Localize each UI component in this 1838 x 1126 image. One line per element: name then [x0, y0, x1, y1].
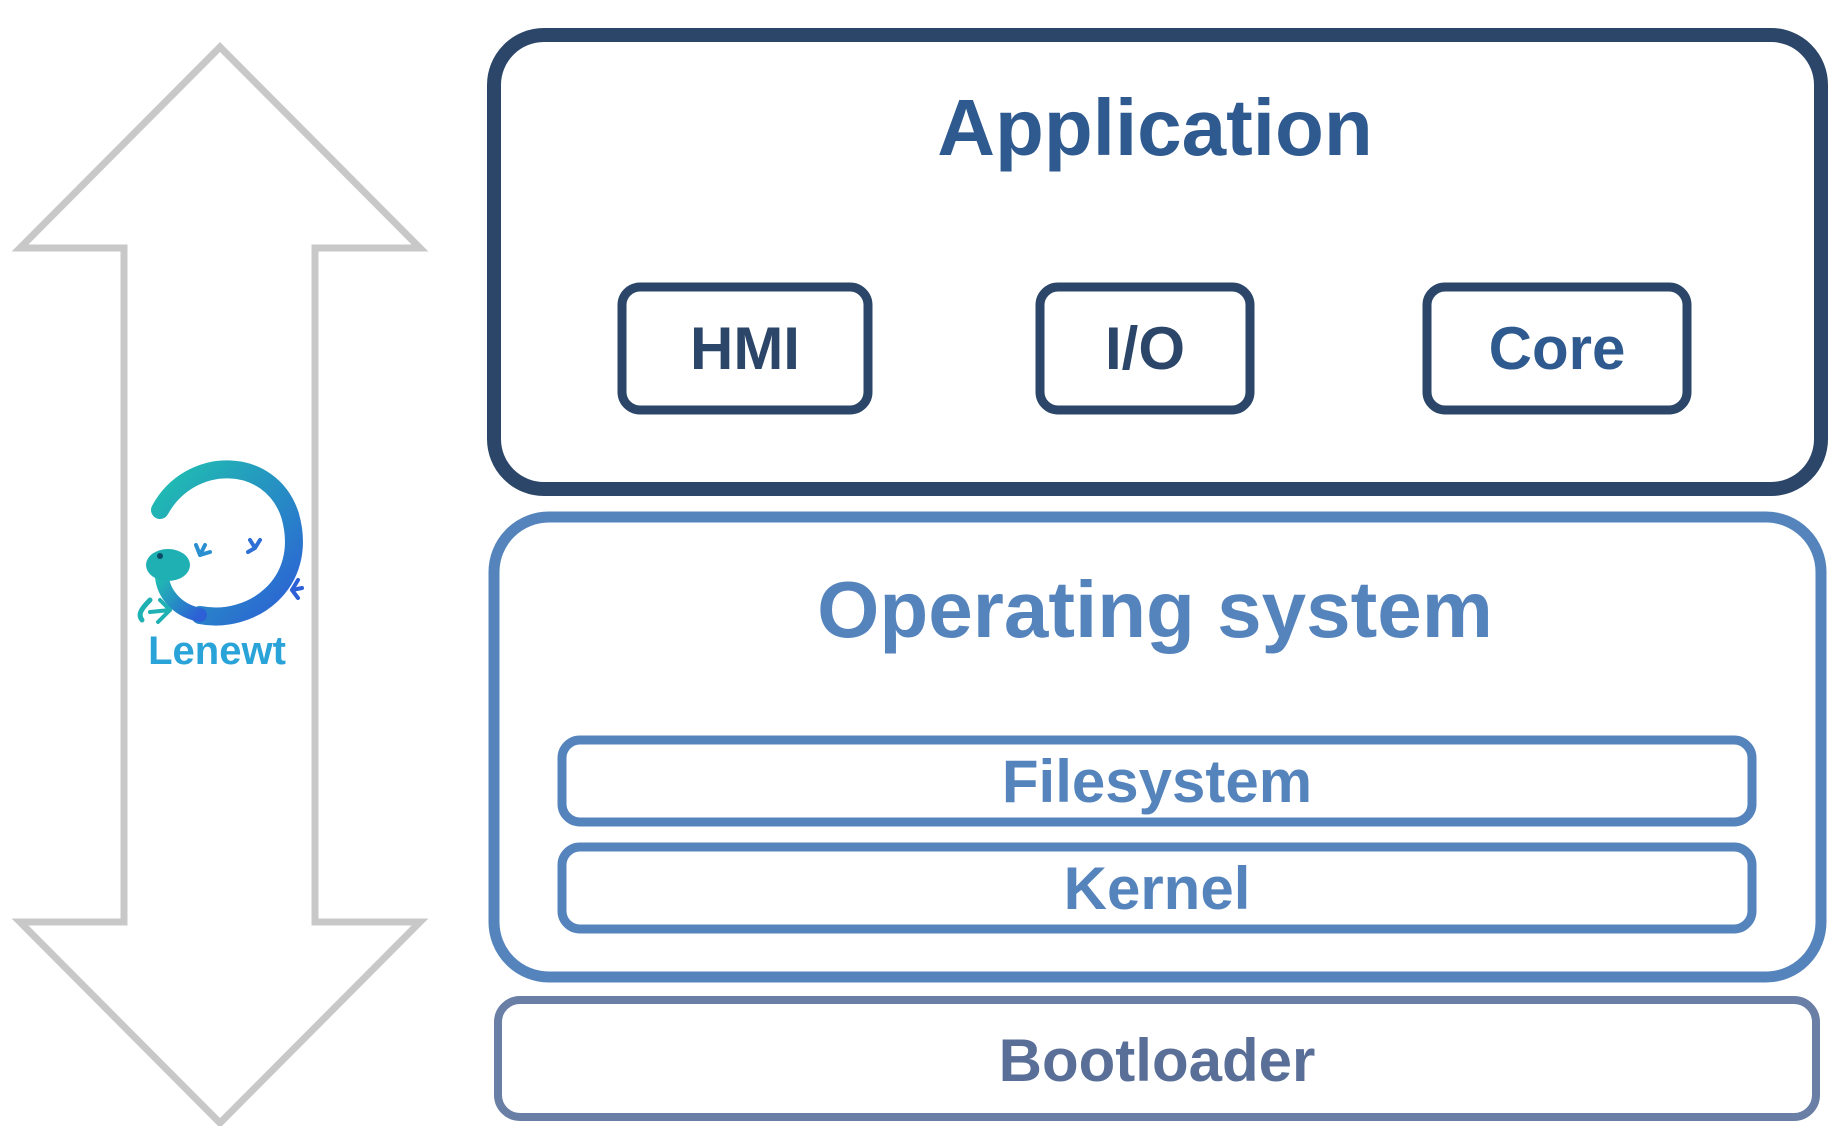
double-headed-vertical-arrow-icon: [11, 42, 429, 1126]
lenewt-lizard-logo-icon: [137, 460, 304, 626]
bootloader-block: [494, 996, 1820, 1121]
application-title: Application: [937, 83, 1373, 172]
module-label-io: I/O: [1105, 315, 1185, 382]
layer-box-filesystem: [557, 735, 1757, 827]
layer-label-filesystem: Filesystem: [1002, 748, 1312, 815]
bootloader-label: Bootloader: [999, 1027, 1316, 1094]
module-label-hmi: HMI: [690, 315, 800, 382]
layer-label-kernel: Kernel: [1064, 855, 1251, 922]
module-box-hmi: [617, 282, 873, 415]
operating-system-title: Operating system: [817, 565, 1493, 654]
logo-text: Lenewt: [148, 629, 286, 673]
module-box-core: [1422, 282, 1692, 415]
module-box-io: [1035, 282, 1255, 415]
module-label-core: Core: [1489, 315, 1626, 382]
layer-box-kernel: [557, 842, 1757, 934]
